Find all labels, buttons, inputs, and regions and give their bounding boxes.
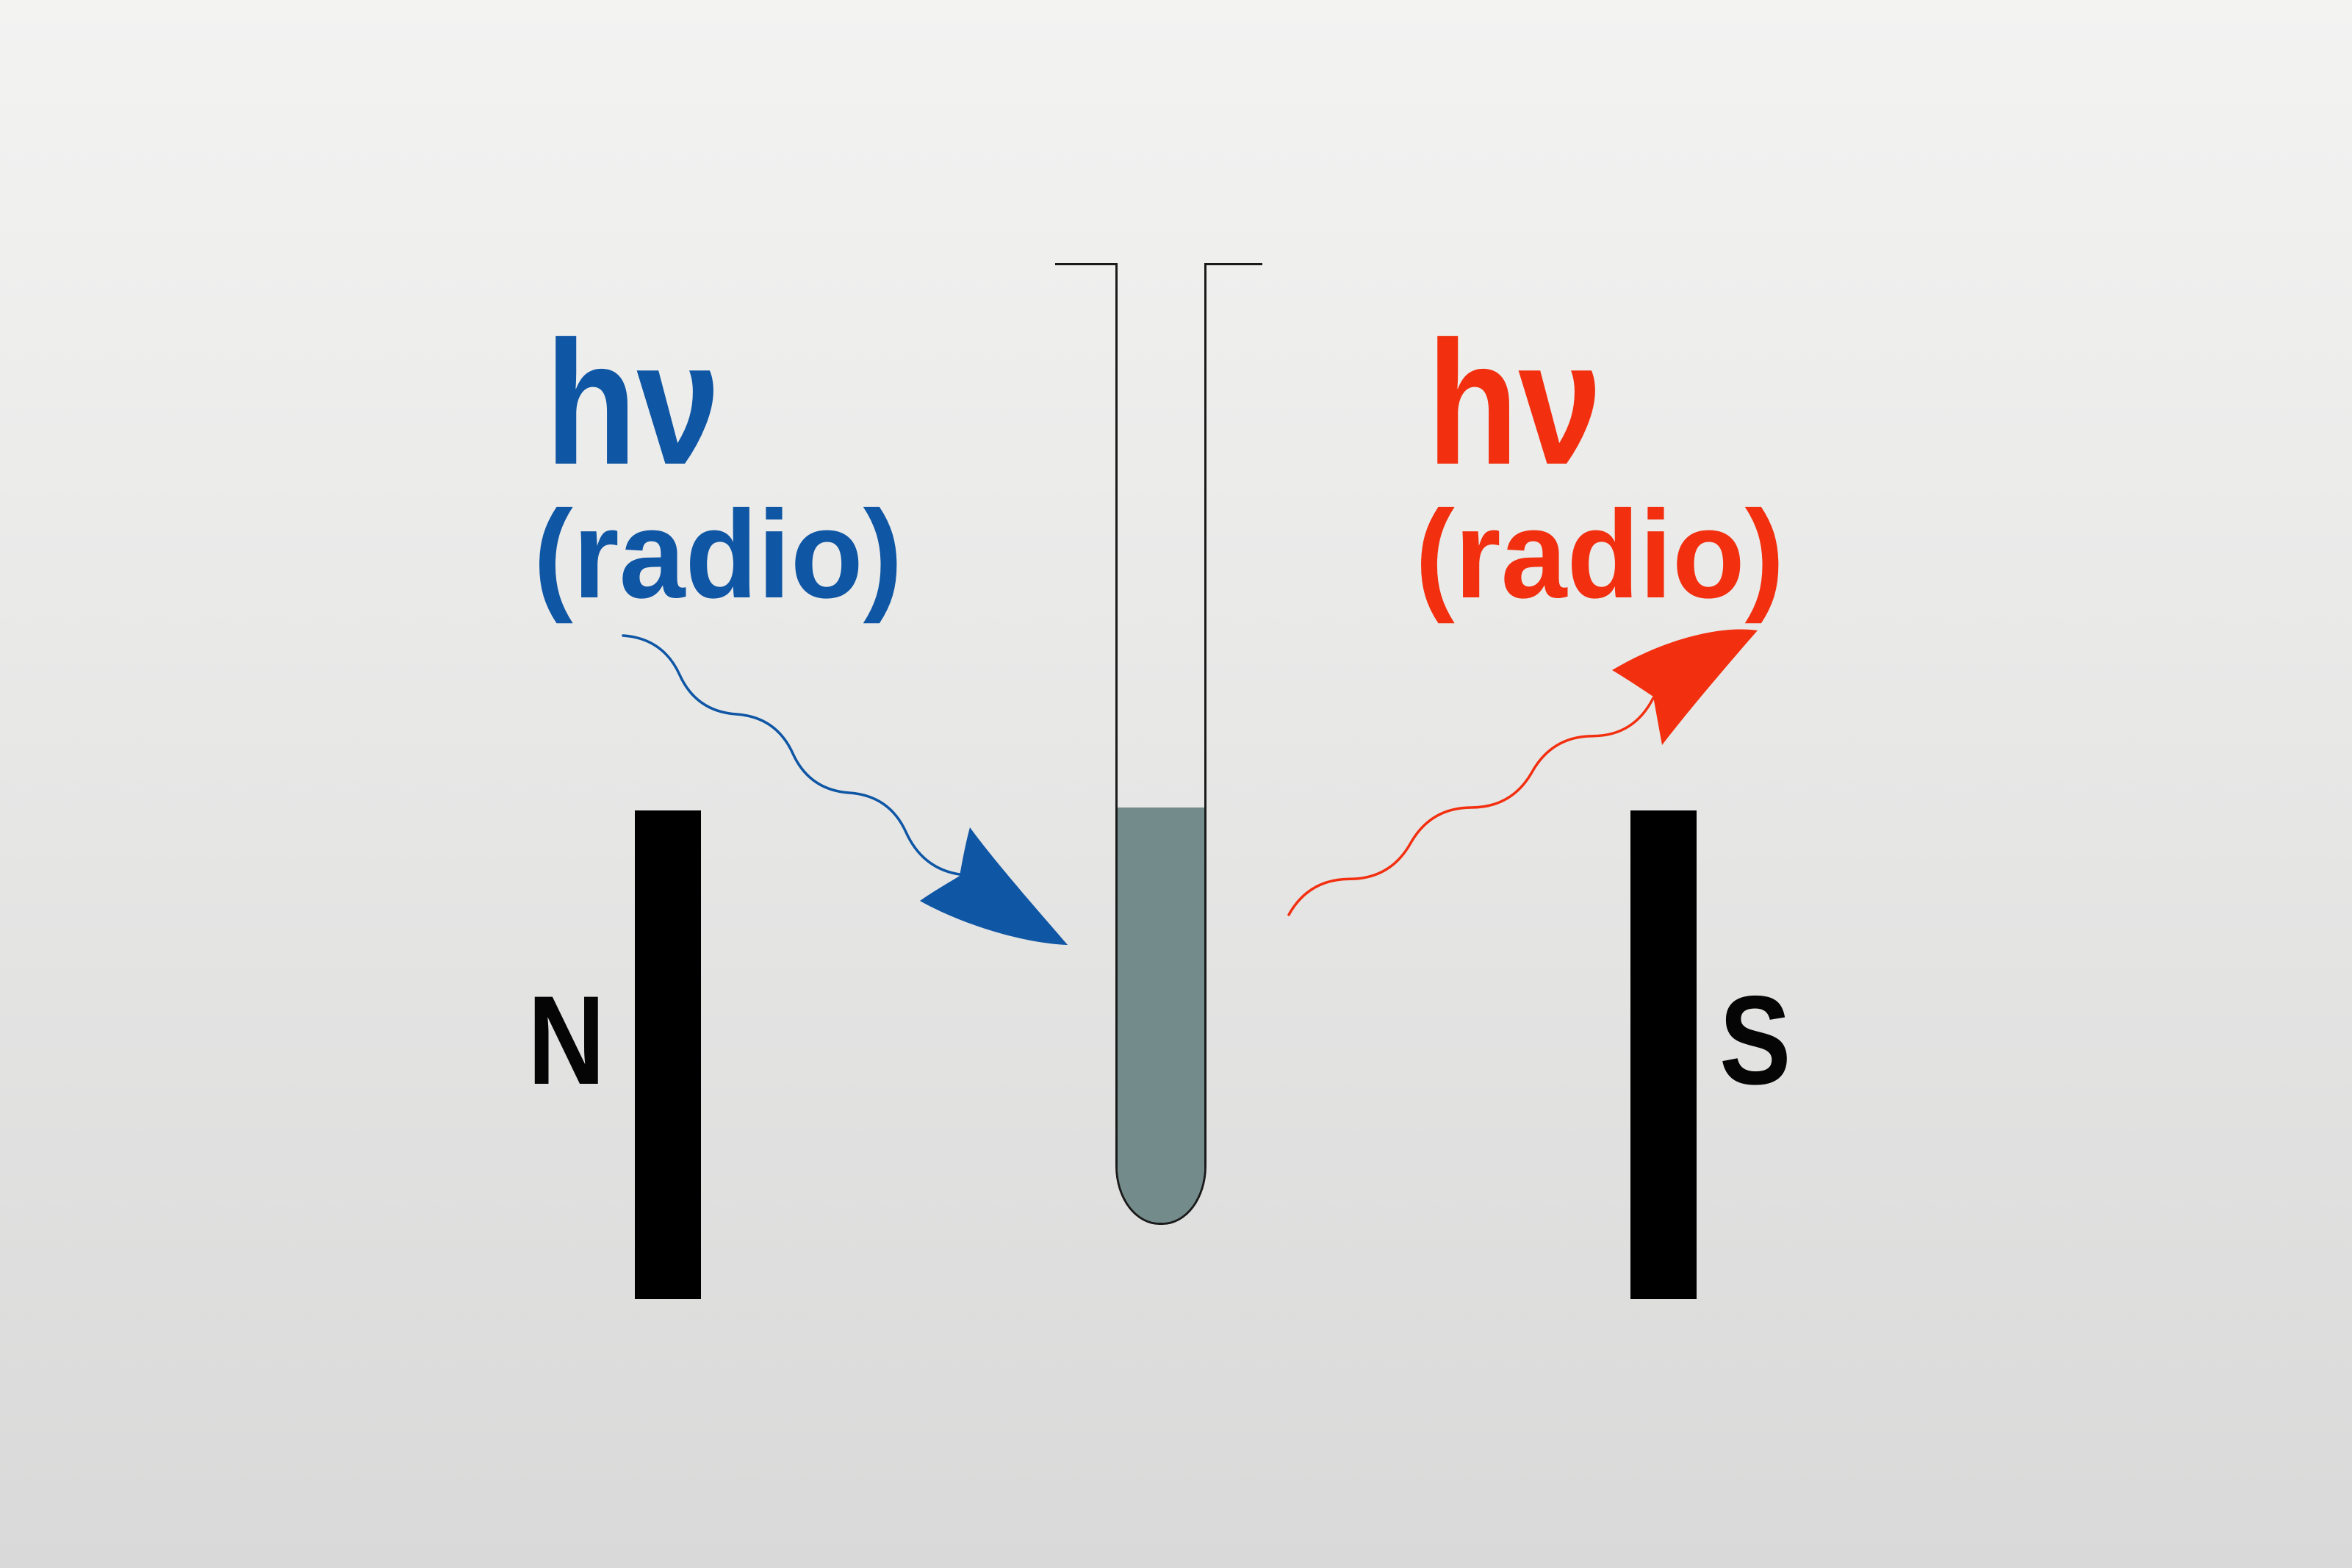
magnet-south-label: S xyxy=(1719,970,1791,1111)
magnet-north-label: N xyxy=(528,970,605,1111)
incoming-wave-arrow-icon xyxy=(622,634,1068,945)
tube-rim-left xyxy=(1055,263,1118,265)
sample-liquid xyxy=(1118,808,1204,1223)
tube-rim-right xyxy=(1204,263,1262,265)
emitted-wave-line xyxy=(1287,697,1655,916)
incoming-wave-line xyxy=(622,634,961,876)
magnet-north-bar xyxy=(635,810,701,1299)
magnet-south-bar xyxy=(1630,810,1697,1299)
sample-tube xyxy=(1115,264,1206,1225)
emitted-photon-symbol: hν xyxy=(1427,304,1603,501)
emitted-wave-arrow-icon xyxy=(1287,629,1758,916)
emitted-arrowhead-icon xyxy=(1612,629,1758,745)
incoming-photon-symbol: hν xyxy=(545,304,721,501)
incoming-photon-band: (radio) xyxy=(533,485,903,625)
incoming-arrowhead-icon xyxy=(920,827,1068,945)
emitted-photon-band: (radio) xyxy=(1415,485,1785,625)
